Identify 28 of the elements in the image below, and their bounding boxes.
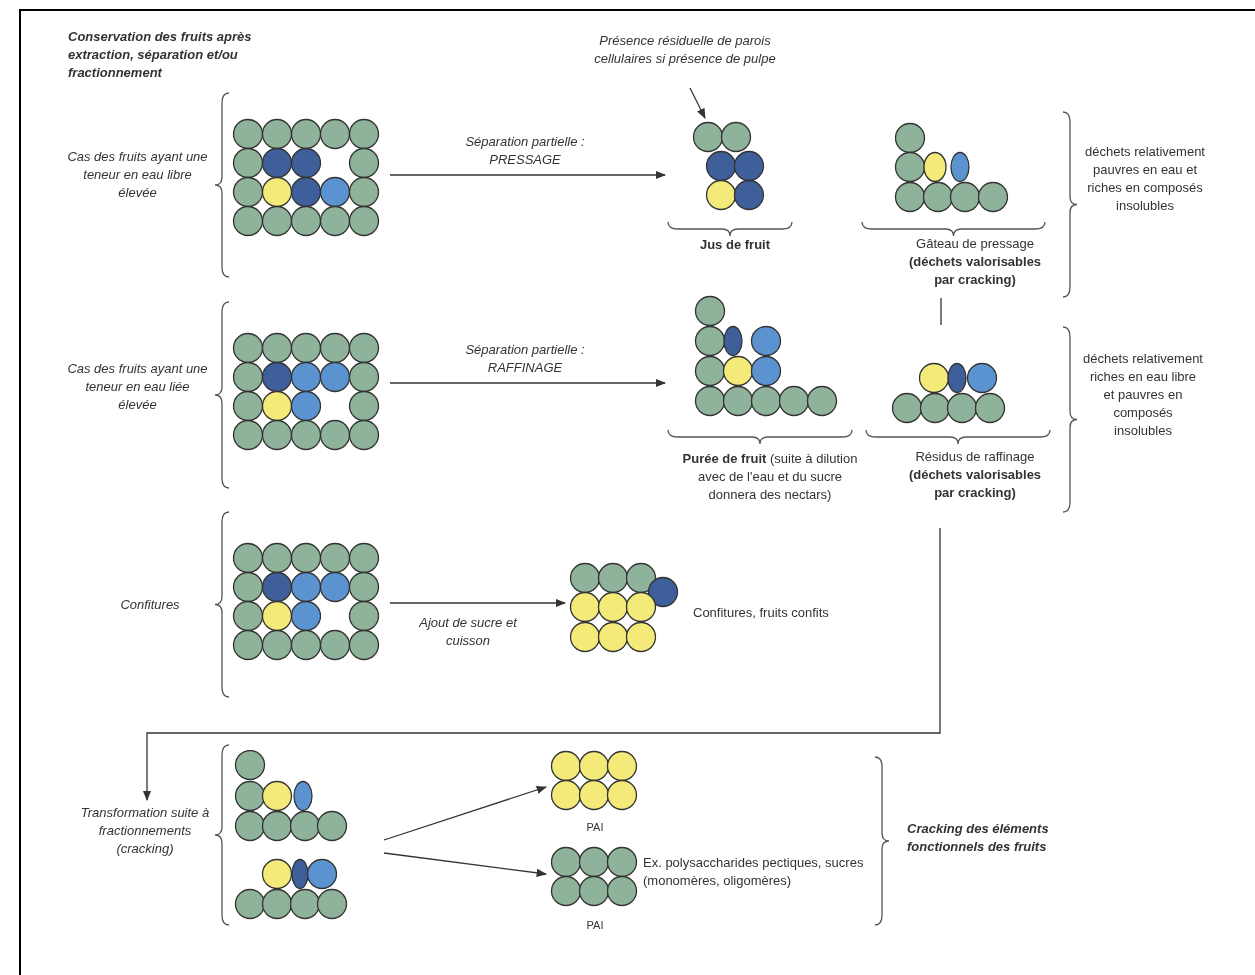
connector-line <box>940 297 942 326</box>
node-label: PAI <box>585 820 605 835</box>
node-label: Jus de fruit <box>698 236 772 254</box>
arrow <box>383 852 548 877</box>
node-label: Purée de fruit (suite à dilution avec de l'eau et du sucre donnera des nectars) <box>681 450 859 504</box>
annotation-text: Cas des fruits ayant une teneur en eau liée élevée <box>66 360 209 414</box>
node-label: PAI <box>585 918 605 933</box>
node-caption: Ex. polysaccharides pectiques, sucres (monomères, oligomères) <box>643 854 865 890</box>
node-label: Gâteau de pressage (déchets valorisables par cracking) <box>907 235 1043 289</box>
node-label: Confitures, fruits confits <box>693 604 830 622</box>
arrow <box>142 527 941 802</box>
leader-line <box>689 87 706 119</box>
node-label: Transformation suite à fractionnements (cracking) <box>79 804 211 858</box>
node-label: Résidus de raffinage (déchets valorisables par cracking) <box>907 448 1043 502</box>
annotation-text: Cas des fruits ayant une teneur en eau libre élevée <box>66 148 209 202</box>
edge-label: Séparation partielle : PRESSAGE <box>464 133 586 169</box>
annotation-text: Confitures <box>119 596 181 614</box>
arrow <box>389 378 667 388</box>
arrow <box>389 170 667 180</box>
arrow <box>389 598 567 608</box>
node-label: Présence résiduelle de parois cellulaires si présence de pulpe <box>593 32 777 68</box>
annotation-text: Cracking des éléments fonctionnels des fruits <box>907 820 1050 856</box>
diagram-title: Conservation des fruits après extraction, séparation et/ou fractionnement <box>68 28 253 82</box>
edge-label: Séparation partielle : RAFFINAGE <box>464 341 586 377</box>
edge-label: Ajout de sucre et cuisson <box>418 614 519 650</box>
annotation-text: déchets relativement riches en eau libre et pauvres en composés insolubles <box>1083 350 1203 440</box>
annotation-text: déchets relativement pauvres en eau et riches en composés insolubles <box>1085 143 1205 215</box>
arrow <box>383 785 547 841</box>
